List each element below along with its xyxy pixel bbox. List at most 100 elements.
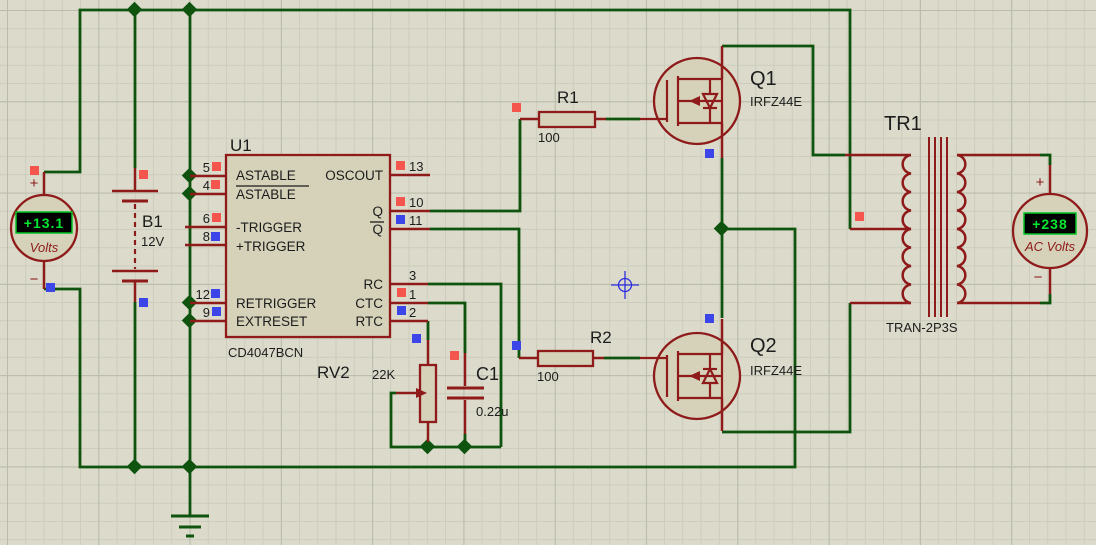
ac-voltmeter-reading: +238 [1032,216,1068,232]
state-high-pin13 [396,161,405,170]
pot-rv2[interactable]: RV2 22K [317,340,438,442]
wire-q2-source-primary [722,303,852,434]
pin-num-9: 9 [203,305,210,320]
pin-name-retrigger: RETRIGGER [236,296,317,311]
q1-ref: Q1 [750,68,777,90]
battery-b1[interactable]: B1 12V [112,168,164,302]
wire-vdd-rail [44,8,852,229]
ac-voltmeter-display [1023,212,1077,235]
dc-voltmeter-plus: + [30,175,39,192]
wire-q1-drain-primary [722,44,845,157]
state-low-pin8 [211,232,220,241]
resistor-r1-body[interactable] [537,110,597,129]
mosfet-q2[interactable]: Q2 IRFZ44E [638,317,802,433]
ic-u1-body[interactable] [224,153,392,339]
dc-voltmeter-unit: Volts [30,240,59,255]
primary-winding [901,153,912,305]
pin-name-q: Q [372,204,383,219]
pin-name-rc: RC [364,277,384,292]
pin-name-extreset: EXTRESET [236,314,307,329]
pin-num-13: 13 [409,159,423,174]
pin-num-1: 1 [409,287,416,302]
state-low-r2-left [512,341,521,350]
state-low-rv2-top [412,334,421,343]
capacitor-c1[interactable]: C1 0.22u [447,353,509,434]
wire-ctc [428,301,467,353]
secondary-winding [956,153,967,305]
r2-ref: R2 [590,328,612,347]
q1-part: IRFZ44E [750,94,802,109]
state-high-pin10 [396,197,405,206]
state-low-pin11 [396,215,405,224]
r1-ref: R1 [557,88,579,107]
tr1-part: TRAN-2P3S [886,320,958,335]
pot-wiper-arrow [416,388,427,398]
resistor-r2[interactable]: R2 100 [519,328,612,384]
dc-voltmeter-reading: +13.1 [24,215,64,231]
pin-num-5: 5 [203,160,210,175]
state-high-battery-plus [139,170,148,179]
pin-name-oscout: OSCOUT [325,168,383,183]
rv2-ref: RV2 [317,363,350,382]
state-high-pin1 [397,288,406,297]
ac-voltmeter-minus: − [1034,269,1043,286]
ground-symbol[interactable] [171,514,209,538]
state-indicators [30,103,864,360]
wire-secondary-bottom [1040,294,1052,305]
rv2-value: 22K [372,367,395,382]
dc-voltmeter-display [15,211,73,234]
state-high-c1-top [450,351,459,360]
ic-part: CD4047BCN [228,345,303,360]
ic-ref: U1 [230,136,252,155]
wire-q-to-r1 [430,119,522,213]
pin-name-astable: ASTABLE [236,168,296,183]
mosfet-q1[interactable]: Q1 IRFZ44E [638,44,802,160]
state-low-dc-minus [46,283,55,292]
resistor-r2-body[interactable] [536,349,595,368]
battery-ref: B1 [142,212,163,231]
wire-gnd-rail [44,227,797,469]
origin-marker-icon [611,271,639,299]
pin-num-3: 3 [409,268,416,283]
state-low-battery-minus [139,298,148,307]
state-high-pin5 [212,162,221,171]
ac-voltmeter[interactable]: +238 AC Volts + − [1011,165,1089,294]
pin-name-ntrigger: -TRIGGER [236,220,302,235]
pin-num-2: 2 [409,305,416,320]
tr1-ref: TR1 [884,113,922,135]
pin-name-ptrigger: +TRIGGER [236,239,306,254]
c1-ref: C1 [476,364,499,384]
r1-value: 100 [538,130,560,145]
resistor-r1[interactable]: R1 100 [520,88,606,145]
wire-rc [428,282,503,447]
pin-name-ctc: CTC [355,296,383,311]
dc-voltmeter-minus: − [30,271,39,288]
pin-num-6: 6 [203,211,210,226]
state-high-pin6 [212,213,221,222]
state-high-r1-left [512,103,521,112]
pin-name-rtc: RTC [355,314,383,329]
ac-voltmeter-unit: AC Volts [1024,239,1076,254]
state-high-dc-plus [30,166,39,175]
wire-net[interactable] [44,8,1052,516]
q2-part: IRFZ44E [750,363,802,378]
state-low-q2-drain [705,314,714,323]
ic-u1[interactable]: U1 CD4047BCN ASTABLE ASTABLE -TRIGGER +T… [185,136,430,360]
c1-value: 0.22u [476,404,509,419]
pin-num-10: 10 [409,195,423,210]
transformer-tr1[interactable]: TR1 TRAN-2P3S [845,113,1040,335]
dc-voltmeter[interactable]: +13.1 Volts + − [9,172,79,289]
state-low-pin12 [211,289,220,298]
pin-num-12: 12 [196,287,210,302]
wire-rc-node [389,391,501,449]
state-low-pin2 [397,306,406,315]
battery-value: 12V [141,234,164,249]
ac-voltmeter-plus: + [1036,174,1045,191]
pin-name-qbar: Q [372,222,383,237]
pin-name-astable-bar: ASTABLE [236,187,296,202]
state-high-pin4 [211,180,220,189]
wire-qbar-to-r2 [430,227,521,358]
r2-value: 100 [537,369,559,384]
wire-secondary-top [1040,153,1052,165]
